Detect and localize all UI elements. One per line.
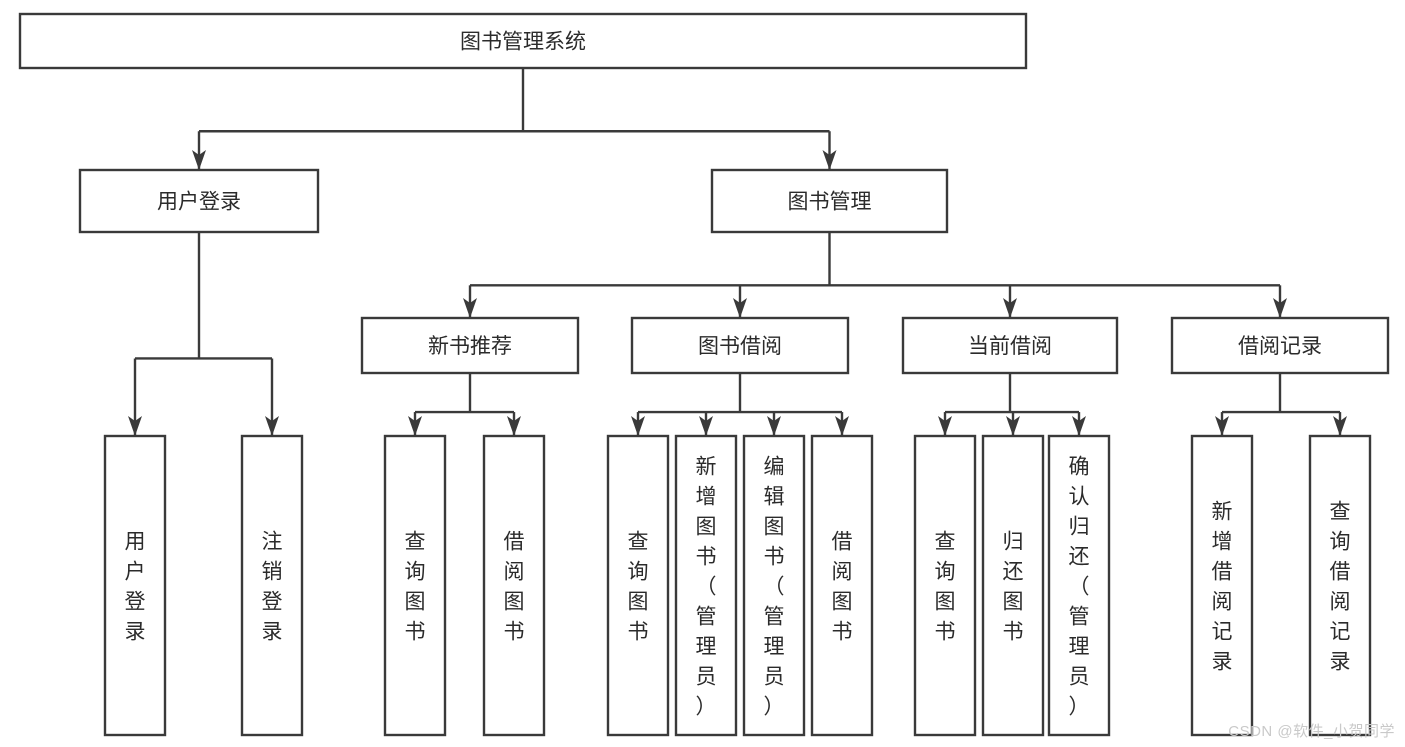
node-user-login[interactable]: 用户登录 [78, 168, 320, 234]
arrow-head-icon [1333, 416, 1347, 436]
connector-group [631, 373, 849, 436]
arrow-head-icon [631, 416, 645, 436]
node-box [240, 434, 304, 737]
node-box [981, 434, 1045, 737]
node-leaf-user-logout[interactable]: 注销登录 [240, 434, 304, 737]
node-label: 借阅记录 [1238, 335, 1322, 358]
node-label: 新增图书（管理员） [696, 456, 717, 719]
node-label: 用户登录 [125, 531, 146, 644]
node-box [103, 434, 167, 737]
node-label: 借阅图书 [832, 531, 853, 644]
node-book-manage[interactable]: 图书管理 [710, 168, 949, 234]
connector-group [192, 68, 837, 170]
node-box [710, 168, 949, 234]
node-box [810, 434, 874, 737]
node-label: 借阅图书 [504, 531, 525, 644]
connector-group [1215, 373, 1347, 436]
node-leaf-query-book-2[interactable]: 查询图书 [606, 434, 670, 737]
node-label: 确认归还（管理员） [1069, 456, 1090, 719]
node-root[interactable]: 图书管理系统 [18, 12, 1028, 70]
node-box [913, 434, 977, 737]
node-book-borrow[interactable]: 图书借阅 [630, 316, 850, 375]
node-leaf-return-book[interactable]: 归还图书 [981, 434, 1045, 737]
node-label: 归还图书 [1003, 531, 1024, 644]
connector-group [128, 232, 279, 436]
node-label: 当前借阅 [968, 335, 1052, 358]
node-box [742, 434, 806, 737]
arrow-head-icon [1003, 298, 1017, 318]
node-new-book-recommend[interactable]: 新书推荐 [360, 316, 580, 375]
node-label: 图书借阅 [698, 335, 782, 358]
node-label: 用户登录 [157, 191, 241, 214]
node-label: 查询图书 [935, 531, 956, 644]
arrow-head-icon [192, 150, 206, 170]
node-box [1170, 316, 1390, 375]
node-box [482, 434, 546, 737]
arrow-head-icon [1006, 416, 1020, 436]
node-leaf-query-record[interactable]: 查询借阅记录 [1308, 434, 1372, 737]
arrow-head-icon [463, 298, 477, 318]
node-label: 图书管理系统 [460, 31, 586, 54]
node-label: 查询图书 [405, 531, 426, 644]
arrow-head-icon [767, 416, 781, 436]
node-label: 查询图书 [628, 531, 649, 644]
node-label: 图书管理 [788, 191, 872, 214]
node-label: 新书推荐 [428, 335, 512, 358]
connector-group [938, 373, 1086, 436]
arrow-head-icon [265, 416, 279, 436]
node-label: 编辑图书（管理员） [764, 456, 785, 719]
arrow-head-icon [507, 416, 521, 436]
node-box [901, 316, 1119, 375]
arrow-head-icon [733, 298, 747, 318]
arrow-head-icon [1072, 416, 1086, 436]
node-label: 注销登录 [262, 531, 283, 644]
node-leaf-edit-book[interactable]: 编辑图书（管理员） [742, 434, 806, 737]
arrow-head-icon [938, 416, 952, 436]
node-borrow-record[interactable]: 借阅记录 [1170, 316, 1390, 375]
node-leaf-confirm-return[interactable]: 确认归还（管理员） [1047, 434, 1111, 737]
arrow-head-icon [1273, 298, 1287, 318]
arrow-head-icon [699, 416, 713, 436]
node-box [606, 434, 670, 737]
node-box [78, 168, 320, 234]
node-box [674, 434, 738, 737]
arrow-head-icon [835, 416, 849, 436]
arrow-head-icon [822, 150, 837, 170]
node-leaf-query-book-3[interactable]: 查询图书 [913, 434, 977, 737]
node-label: 新增借阅记录 [1212, 501, 1233, 674]
node-leaf-user-login[interactable]: 用户登录 [103, 434, 167, 737]
connector-layer [128, 68, 1347, 436]
connector-group [408, 373, 521, 436]
arrow-head-icon [128, 416, 142, 436]
node-box [383, 434, 447, 737]
node-leaf-query-book-1[interactable]: 查询图书 [383, 434, 447, 737]
node-box [1190, 434, 1254, 737]
node-label: 查询借阅记录 [1330, 501, 1351, 674]
node-box [360, 316, 580, 375]
node-leaf-add-record[interactable]: 新增借阅记录 [1190, 434, 1254, 737]
node-box [1047, 434, 1111, 737]
node-box [1308, 434, 1372, 737]
arrow-head-icon [408, 416, 422, 436]
node-box [630, 316, 850, 375]
watermark-text: CSDN @软件_小贺同学 [1228, 723, 1395, 740]
node-layer: 图书管理系统用户登录图书管理新书推荐图书借阅当前借阅借阅记录用户登录注销登录查询… [18, 12, 1390, 737]
arrow-head-icon [1215, 416, 1229, 436]
node-box [18, 12, 1028, 70]
node-leaf-borrow-book-2[interactable]: 借阅图书 [810, 434, 874, 737]
node-leaf-add-book[interactable]: 新增图书（管理员） [674, 434, 738, 737]
node-leaf-borrow-book-1[interactable]: 借阅图书 [482, 434, 546, 737]
node-current-borrow[interactable]: 当前借阅 [901, 316, 1119, 375]
connector-group [463, 232, 1287, 318]
